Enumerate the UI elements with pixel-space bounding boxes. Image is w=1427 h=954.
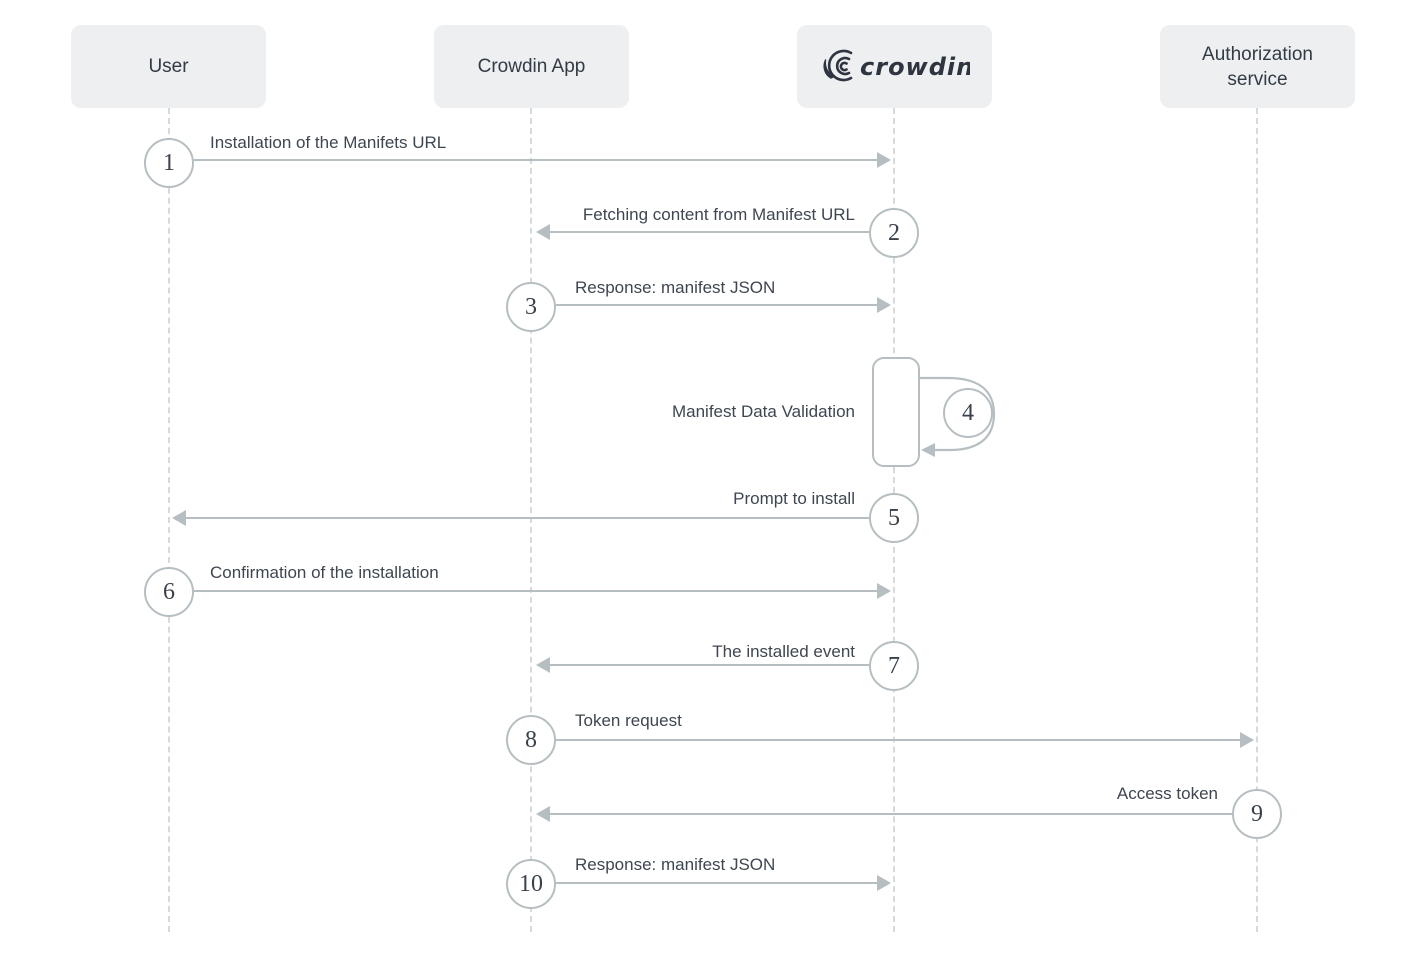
arrow-right-icon <box>1240 732 1254 748</box>
lifeline-crowdin-app <box>530 108 532 932</box>
actor-user: User <box>71 25 266 108</box>
actor-crowdin: crowdin <box>797 25 992 108</box>
step-number-badge: 9 <box>1232 789 1282 839</box>
arrow-right-icon <box>877 297 891 313</box>
message-label: Response: manifest JSON <box>575 855 776 874</box>
arrow-left-icon <box>536 224 550 240</box>
lifeline-user <box>168 108 170 932</box>
actor-crowdin-app: Crowdin App <box>434 25 629 108</box>
crowdin-logo-icon: crowdin <box>822 49 970 81</box>
message-label: Confirmation of the installation <box>210 563 439 582</box>
message-arrow-line <box>548 231 869 233</box>
arrow-right-icon <box>877 152 891 168</box>
message-arrow-line <box>556 882 879 884</box>
message-label: Fetching content from Manifest URL <box>582 205 855 224</box>
arrow-right-icon <box>877 875 891 891</box>
step-number-badge: 3 <box>506 282 556 332</box>
message-label: Access token <box>1116 784 1218 803</box>
step-number-badge: 7 <box>869 641 919 691</box>
message-label: The installed event <box>712 642 855 661</box>
self-loop-arrow <box>920 376 996 457</box>
actor-authorization-service: Authorization service <box>1160 25 1355 108</box>
actor-user-label: User <box>148 56 189 77</box>
message-arrow-line <box>184 517 869 519</box>
arrow-left-icon <box>921 443 935 457</box>
message-arrow-line <box>548 813 1232 815</box>
message-label: Manifest Data Validation <box>671 402 855 421</box>
message-arrow-line <box>556 739 1242 741</box>
step-number-badge: 4 <box>943 388 993 438</box>
message-label: Installation of the Manifets URL <box>210 133 447 152</box>
step-number-badge: 5 <box>869 493 919 543</box>
step-number-badge: 1 <box>144 138 194 188</box>
step-number-badge: 10 <box>506 859 556 909</box>
message-arrow-line <box>194 159 879 161</box>
message-label: Token request <box>575 711 682 730</box>
step-number-badge: 8 <box>506 715 556 765</box>
step-number-badge: 2 <box>869 208 919 258</box>
message-label: Response: manifest JSON <box>575 278 776 297</box>
message-label: Prompt to install <box>733 489 855 508</box>
message-arrow-line <box>194 590 879 592</box>
step-number-badge: 6 <box>144 567 194 617</box>
arrow-left-icon <box>172 510 186 526</box>
actor-crowdin-app-label: Crowdin App <box>477 56 586 77</box>
lifeline-authorization-service <box>1256 108 1258 932</box>
activation-box <box>872 357 920 467</box>
message-arrow-line <box>548 664 869 666</box>
arrow-right-icon <box>877 583 891 599</box>
arrow-left-icon <box>536 806 550 822</box>
crowdin-logo-wordmark: crowdin <box>860 53 970 81</box>
message-arrow-line <box>556 304 879 306</box>
arrow-left-icon <box>536 657 550 673</box>
actor-authorization-service-label: Authorization service <box>1202 43 1313 90</box>
